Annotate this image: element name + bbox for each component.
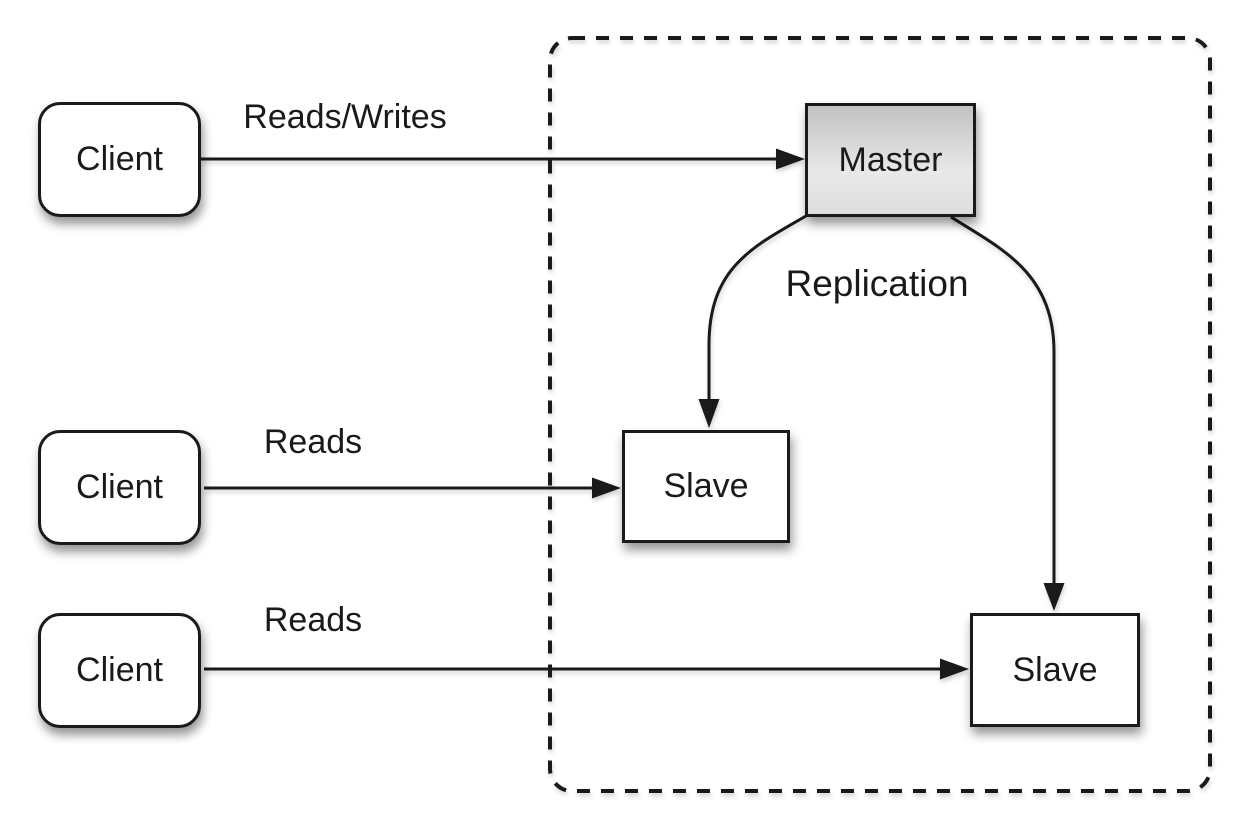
- node-master-label: Master: [838, 140, 943, 179]
- master-slave1-replication-curve: [707, 214, 807, 399]
- node-slave-2-label: Slave: [1012, 650, 1098, 689]
- node-client-1: Client: [38, 102, 201, 217]
- node-client-2-label: Client: [76, 468, 163, 506]
- node-master: Master: [805, 103, 976, 217]
- edge-label-replication: Replication: [785, 263, 969, 304]
- node-client-3-label: Client: [76, 651, 163, 689]
- master-slave1-arrowhead-icon: [698, 399, 720, 428]
- node-slave-2: Slave: [970, 613, 1140, 727]
- node-slave-1: Slave: [622, 430, 790, 543]
- edge-label-reads-writes: Reads/Writes: [243, 98, 447, 136]
- node-client-1-label: Client: [76, 140, 163, 178]
- master-slave2-arrowhead-icon: [1043, 583, 1065, 611]
- node-slave-1-label: Slave: [663, 467, 749, 505]
- client1-master-arrowhead-icon: [776, 148, 805, 170]
- node-client-3: Client: [38, 613, 201, 728]
- edge-label-reads-client2: Reads: [263, 423, 363, 461]
- edge-label-reads-client3: Reads: [263, 601, 363, 639]
- master-slave2-replication-curve: [950, 215, 1056, 583]
- client3-slave2-arrowhead-icon: [940, 658, 969, 680]
- client2-slave1-arrowhead-icon: [592, 477, 621, 499]
- node-client-2: Client: [38, 430, 201, 545]
